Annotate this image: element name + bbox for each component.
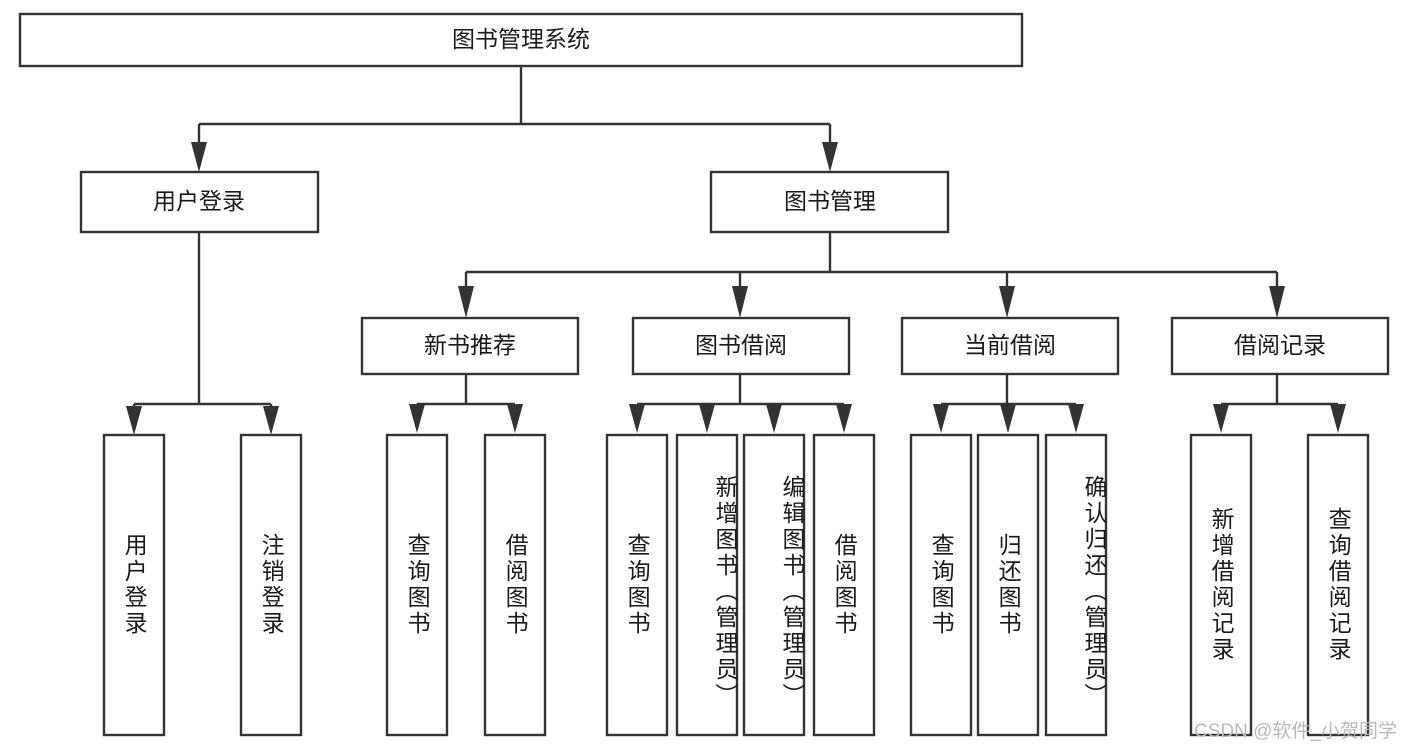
connector-layer xyxy=(126,66,1346,435)
node-book-manage-label: 图书管理 xyxy=(784,188,876,214)
leaf-label-nbr-borrow-book: 借阅图书 xyxy=(502,533,529,637)
leaf-box-nbr-query-book[interactable] xyxy=(385,433,449,737)
leaf-label-nbr-query-book: 查询图书 xyxy=(404,533,431,637)
arrowhead-bb-leaf-1 xyxy=(629,404,645,433)
leaf-label-user-login-login: 用户登录 xyxy=(121,533,148,637)
leaf-box-user-login-login[interactable] xyxy=(102,433,166,737)
arrowhead-bb-leaf-3 xyxy=(766,404,782,433)
leaf-box-bb-query-book[interactable] xyxy=(605,433,669,737)
arrowhead-bb-leaf-4 xyxy=(836,404,852,433)
node-book-borrow-box[interactable] xyxy=(631,316,851,376)
leaf-box-layer xyxy=(102,433,1370,737)
node-book-borrow-label: 图书借阅 xyxy=(695,332,787,358)
leaf-box-bb-borrow-book[interactable] xyxy=(812,433,876,737)
node-user-login-label: 用户登录 xyxy=(153,188,245,214)
leaf-label-bb-edit-book: 编辑图书（管理员） xyxy=(779,475,805,709)
arrowhead-leaf-user-login xyxy=(126,406,142,435)
leaf-label-cb-return-book: 归还图书 xyxy=(995,533,1022,637)
leaf-box-cb-return-book[interactable] xyxy=(976,433,1040,737)
leaf-box-br-add-record[interactable] xyxy=(1189,433,1253,737)
leaf-label-user-login-logout: 注销登录 xyxy=(258,533,285,637)
leaf-box-br-query-record[interactable] xyxy=(1306,433,1370,737)
leaf-label-bb-borrow-book: 借阅图书 xyxy=(831,533,858,637)
csdn-watermark: CSDN @软件_小贺同学 xyxy=(1194,721,1397,742)
arrowhead-bb-leaf-2 xyxy=(699,404,715,433)
node-current-borrow-box[interactable] xyxy=(900,316,1120,376)
arrowhead-leaf-logout xyxy=(263,406,279,435)
node-book-borrow[interactable]: 图书借阅 xyxy=(631,316,851,376)
leaf-label-cb-confirm-return: 确认归还（管理员） xyxy=(1081,475,1107,709)
node-current-borrow[interactable]: 当前借阅 xyxy=(900,316,1120,376)
node-book-manage-box[interactable] xyxy=(709,170,950,234)
node-book-manage[interactable]: 图书管理 xyxy=(709,170,950,234)
node-root-label: 图书管理系统 xyxy=(452,26,590,52)
node-current-borrow-label: 当前借阅 xyxy=(964,332,1056,358)
leaf-box-cb-confirm-return[interactable] xyxy=(1044,433,1108,737)
leaf-box-nbr-borrow-book[interactable] xyxy=(483,433,547,737)
arrowhead-nbr-leaf-1 xyxy=(409,404,425,433)
arrowhead-user-login xyxy=(191,142,207,172)
node-borrow-record-box[interactable] xyxy=(1170,316,1390,376)
leaf-label-bb-add-book: 新增图书（管理员） xyxy=(712,475,738,709)
node-root-box[interactable] xyxy=(18,12,1024,68)
arrowhead-book-manage xyxy=(822,142,838,172)
node-root[interactable]: 图书管理系统 xyxy=(18,12,1024,68)
arrowhead-new-book-recommend xyxy=(458,286,474,318)
arrowhead-borrow-record xyxy=(1269,286,1285,318)
leaf-box-bb-edit-book[interactable] xyxy=(742,433,806,737)
arrowhead-cb-leaf-2 xyxy=(1000,404,1016,433)
leaf-label-br-query-record: 查询借阅记录 xyxy=(1325,507,1352,663)
leaf-box-cb-query-book[interactable] xyxy=(909,433,973,737)
arrowhead-current-borrow xyxy=(999,286,1015,318)
arrowhead-cb-leaf-3 xyxy=(1068,404,1084,433)
arrowhead-br-leaf-1 xyxy=(1213,404,1229,433)
leaf-label-bb-query-book: 查询图书 xyxy=(624,533,651,637)
leaf-box-bb-add-book[interactable] xyxy=(675,433,739,737)
arrowhead-cb-leaf-1 xyxy=(933,404,949,433)
node-borrow-record-label: 借阅记录 xyxy=(1234,332,1326,358)
node-new-book-recommend[interactable]: 新书推荐 xyxy=(360,316,580,376)
arrowhead-br-leaf-2 xyxy=(1330,404,1346,433)
arrowhead-nbr-leaf-2 xyxy=(507,404,523,433)
leaf-box-user-login-logout[interactable] xyxy=(239,433,303,737)
node-new-book-recommend-label: 新书推荐 xyxy=(424,332,516,358)
node-user-login[interactable]: 用户登录 xyxy=(79,170,320,234)
node-user-login-box[interactable] xyxy=(79,170,320,234)
leaf-label-cb-query-book: 查询图书 xyxy=(928,533,955,637)
leaf-label-br-add-record: 新增借阅记录 xyxy=(1208,507,1235,663)
node-new-book-recommend-box[interactable] xyxy=(360,316,580,376)
node-borrow-record[interactable]: 借阅记录 xyxy=(1170,316,1390,376)
arrowhead-book-borrow xyxy=(732,286,748,318)
